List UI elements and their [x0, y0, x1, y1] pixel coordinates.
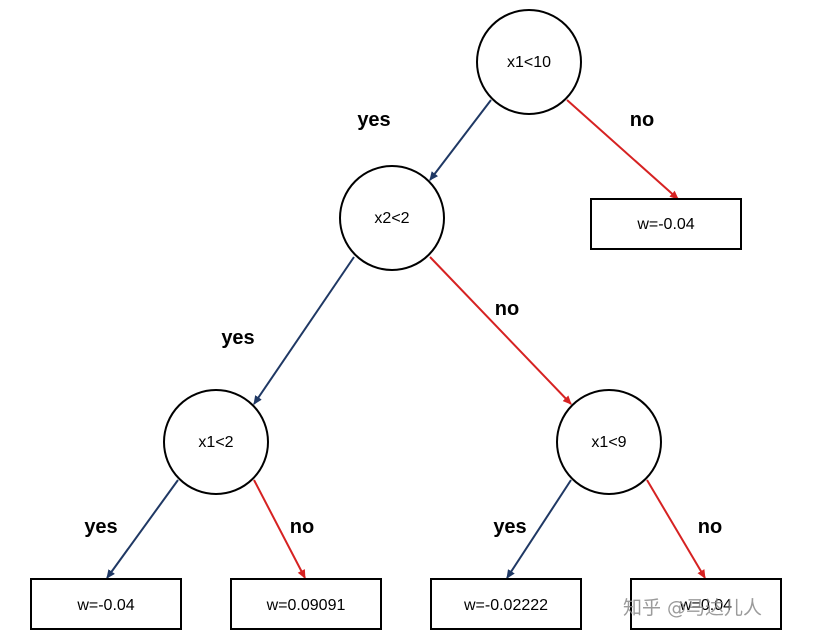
edge-label-ll-no: no	[290, 516, 314, 538]
leaf-root-no-label: w=-0.04	[636, 216, 694, 233]
leaf-lr-no-label: w=0.04	[679, 597, 732, 614]
leaf-root-no: w=-0.04	[590, 198, 742, 250]
leaf-lr-yes: w=-0.02222	[430, 578, 582, 630]
node-left-left-label: x1<2	[198, 434, 233, 451]
node-root-label: x1<10	[507, 54, 551, 71]
edge-label-root-yes: yes	[357, 109, 390, 131]
leaf-ll-no: w=0.09091	[230, 578, 382, 630]
edge-label-left-no: no	[495, 298, 519, 320]
edge-lr-no	[646, 479, 706, 579]
node-left-label: x2<2	[374, 210, 409, 227]
edge-root-no	[566, 99, 679, 200]
edge-label-lr-no: no	[698, 516, 722, 538]
edge-label-left-yes: yes	[221, 327, 254, 349]
edge-label-ll-yes: yes	[84, 516, 117, 538]
edge-label-lr-yes: yes	[493, 516, 526, 538]
node-root: x1<10	[476, 9, 582, 115]
leaf-ll-yes-label: w=-0.04	[76, 597, 134, 614]
edge-root-yes	[429, 99, 492, 181]
leaf-ll-yes: w=-0.04	[30, 578, 182, 630]
edge-left-no	[429, 256, 572, 405]
edge-label-root-no: no	[630, 109, 654, 131]
node-left-right-label: x1<9	[591, 434, 626, 451]
edge-ll-yes	[106, 479, 179, 579]
edge-left-yes	[253, 256, 355, 405]
node-left-right: x1<9	[556, 389, 662, 495]
edge-ll-no	[253, 479, 306, 579]
leaf-lr-yes-label: w=-0.02222	[463, 597, 548, 614]
node-left: x2<2	[339, 165, 445, 271]
watermark: 知乎 @马达儿人	[623, 597, 762, 619]
node-left-left: x1<2	[163, 389, 269, 495]
edge-lr-yes	[506, 479, 572, 579]
leaf-lr-no: w=0.04	[630, 578, 782, 630]
leaf-ll-no-label: w=0.09091	[266, 597, 346, 614]
